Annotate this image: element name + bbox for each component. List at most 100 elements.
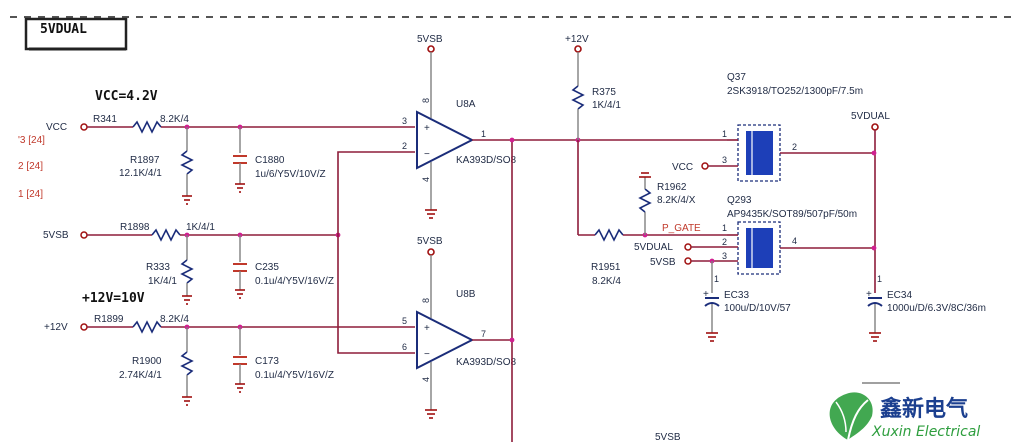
c173-ref: C173 [255,356,279,367]
q293-mosfet [737,221,781,275]
ref-label: 1 [24] [18,189,43,200]
connector-vcc-q37 [701,162,709,170]
u8b-pin6: 6 [402,342,407,352]
q293-5vsb-label: 5VSB [650,257,676,268]
q293-5vdual-label: 5VDUAL [634,242,673,253]
q293-pin2: 2 [722,237,727,247]
title-text: 5VDUAL [40,22,87,37]
ec34-ref: EC34 [887,290,912,301]
q293-pin3: 3 [722,251,727,261]
r1898-value: 1K/4/1 [186,222,215,233]
ec34-value: 1000u/D/6.3V/8C/36m [887,303,986,314]
ec34-capacitor: + [866,289,883,307]
r1897-ref: R1897 [130,155,160,166]
net-5vsb-label: 5VSB [43,230,69,241]
ground-symbol [869,332,881,342]
q37-mosfet [737,124,781,182]
net-vcc-label: VCC [46,122,67,133]
ec33-capacitor: + [703,289,720,307]
u8b-ref: U8B [456,289,476,300]
note-12v: +12V=10V [82,291,145,306]
c1880-ref: C1880 [255,155,285,166]
r341-value: 8.2K/4 [160,114,189,125]
svg-text:+: + [866,289,872,300]
q37-pin3: 3 [722,155,727,165]
logo-cn-text: 鑫新电气 [880,396,968,422]
ground-symbol [706,332,718,342]
ground-symbol [182,295,192,305]
r1897-resistor [180,150,194,175]
u8a-pin3: 3 [402,116,407,126]
ground-symbol [425,409,437,419]
r1898-resistor [151,228,181,242]
ground-symbol [235,289,245,299]
u8a-pin8: 8 [421,98,431,103]
connector-vcc [80,123,88,131]
q293-value: AP9435K/SOT89/507pF/50m [727,209,857,220]
u8a-pin1: 1 [481,129,486,139]
power-arrow [574,45,582,53]
r333-ref: R333 [146,262,170,273]
u8b-pin5: 5 [402,316,407,326]
ground-symbol [182,396,192,406]
r375-value: 1K/4/1 [592,100,621,111]
net-12v-label: +12V [44,322,68,333]
svg-text:+: + [703,289,709,300]
power-arrow [871,123,879,131]
c235-ref: C235 [255,262,279,273]
r375-ref: R375 [592,87,616,98]
ground-symbol [235,183,245,193]
ground-symbol [235,383,245,393]
r1899-ref: R1899 [94,314,124,325]
r1962-value: 8.2K/4/X [657,195,696,206]
u8a-pin4: 4 [421,177,431,182]
u8a-comparator: + − [416,110,475,170]
xuxin-logo: 鑫新电气 Xuxin Electrical [829,392,980,441]
r1900-value: 2.74K/4/1 [119,370,162,381]
c235-capacitor [233,263,247,272]
r1900-resistor [180,351,194,376]
r1900-ref: R1900 [132,356,162,367]
power-arrow [427,248,435,256]
connector-5vsb [80,231,88,239]
power-arrow [639,172,651,178]
r1899-resistor [132,320,162,334]
ec34-pin1: 1 [877,274,882,284]
power-arrow [427,45,435,53]
q37-value: 2SK3918/TO252/1300pF/7.5m [727,86,863,97]
r333-value: 1K/4/1 [148,276,177,287]
u8b-value: KA393D/SO8 [456,357,516,368]
c173-capacitor [233,356,247,365]
u8b-pin8: 8 [421,298,431,303]
q37-ref: Q37 [727,72,746,83]
u8b-pin4: 4 [421,377,431,382]
u8b-vsb-label: 5VSB [417,236,443,247]
u8a-pin2: 2 [402,141,407,151]
q293-ref: Q293 [727,195,752,206]
r1951-ref: R1951 [591,262,621,273]
c1880-capacitor [233,155,247,164]
title-box: 5VDUAL [24,17,128,51]
r1962-resistor [638,188,652,213]
net-5vdual-label: 5VDUAL [851,111,890,122]
connector-12v [80,323,88,331]
r1951-value: 8.2K/4 [592,276,621,287]
r1962-ref: R1962 [657,182,687,193]
connector-q293-5vsb [684,257,692,265]
u8a-ref: U8A [456,99,476,110]
r333-resistor [180,259,194,284]
ec33-value: 100u/D/10V/57 [724,303,791,314]
logo-en-text: Xuxin Electrical [871,424,980,440]
q37-pin1: 1 [722,129,727,139]
note-vcc: VCC=4.2V [95,89,158,104]
q293-pin1: 1 [722,223,727,233]
r375-resistor [571,85,585,110]
r1898-ref: R1898 [120,222,150,233]
ref-label: '3 [24] [18,135,45,146]
u8a-value: KA393D/SO8 [456,155,516,166]
svg-text:+: + [424,323,430,334]
r1897-value: 12.1K/4/1 [119,168,162,179]
q293-pin4: 4 [792,236,797,246]
ec33-ref: EC33 [724,290,749,301]
